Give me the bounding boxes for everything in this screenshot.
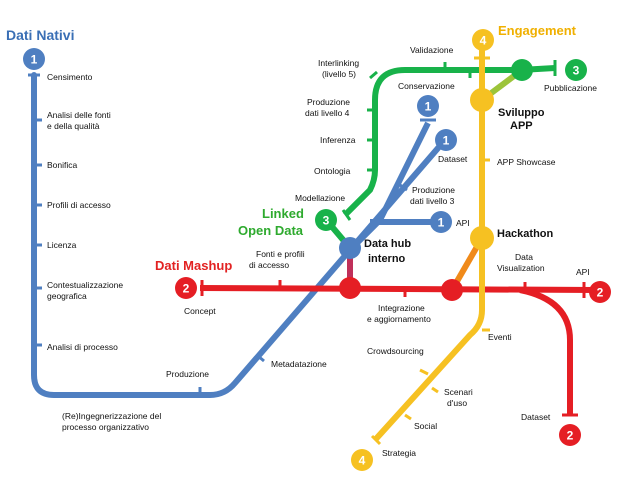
terminal-blue-livello3: 1 bbox=[435, 129, 457, 151]
svg-text:3: 3 bbox=[323, 214, 330, 228]
stop-social: Social bbox=[414, 421, 437, 431]
svg-text:2: 2 bbox=[567, 429, 574, 443]
stop-scenari-a: Scenari bbox=[444, 387, 473, 397]
blue-line bbox=[31, 72, 448, 398]
stop-bonifica: Bonifica bbox=[47, 160, 78, 170]
svg-text:1: 1 bbox=[425, 100, 432, 114]
hub-interno-label: interno bbox=[368, 253, 406, 265]
stop-produzione-livello3-a: Produzione bbox=[412, 185, 455, 195]
stop-api-red: API bbox=[576, 267, 590, 277]
terminal-blue-top: 1 bbox=[23, 48, 45, 70]
terminal-blue-dataset: 1 bbox=[417, 95, 439, 117]
stop-pubblicazione: Pubblicazione bbox=[544, 83, 597, 93]
svg-text:3: 3 bbox=[573, 64, 580, 78]
stop-validazione: Validazione bbox=[410, 45, 454, 55]
yellow-ticks bbox=[370, 56, 490, 446]
stop-data-visualization-a: Data bbox=[515, 252, 533, 262]
hub-app-label: APP bbox=[510, 120, 533, 132]
stop-fonti-profili-a: Fonti e profili bbox=[256, 249, 305, 259]
terminal-red-right: 2 bbox=[589, 281, 611, 303]
terminal-green-right: 3 bbox=[565, 59, 587, 81]
stop-metadatazione: Metadatazione bbox=[271, 359, 327, 369]
hub-data-hub-label: Data hub bbox=[364, 238, 411, 250]
stop-produzione-livello3-b: dati livello 3 bbox=[410, 196, 455, 206]
title-linked: Linked bbox=[262, 206, 304, 221]
hub-hackathon-label: Hackathon bbox=[497, 228, 554, 240]
stop-inferenza: Inferenza bbox=[320, 135, 356, 145]
stop-geografica: geografica bbox=[47, 291, 87, 301]
stop-analisi-fonti: Analisi delle fonti bbox=[47, 110, 111, 120]
title-engagement: Engagement bbox=[498, 23, 577, 38]
stop-censimento: Censimento bbox=[47, 72, 93, 82]
station-data-hub-red bbox=[339, 277, 361, 299]
stop-data-visualization-b: Visualization bbox=[497, 263, 545, 273]
title-dati-mashup: Dati Mashup bbox=[155, 258, 232, 273]
stop-api-blue: API bbox=[456, 218, 470, 228]
stop-analisi-qualita: e della qualità bbox=[47, 121, 100, 131]
stop-app-showcase: APP Showcase bbox=[497, 157, 556, 167]
stop-conservazione: Conservazione bbox=[398, 81, 455, 91]
station-sviluppo-app bbox=[470, 88, 494, 112]
stop-dataset-blue: Dataset bbox=[438, 154, 468, 164]
title-dati-nativi: Dati Nativi bbox=[6, 27, 74, 43]
svg-text:2: 2 bbox=[183, 282, 190, 296]
green-line bbox=[342, 65, 556, 218]
yellow-line bbox=[372, 48, 485, 443]
terminal-green-left: 3 bbox=[315, 209, 337, 231]
svg-text:1: 1 bbox=[31, 53, 38, 67]
hub-sviluppo-label: Sviluppo bbox=[498, 107, 545, 119]
svg-text:1: 1 bbox=[443, 134, 450, 148]
stop-fonti-profili-b: di accesso bbox=[249, 260, 289, 270]
terminal-red-left: 2 bbox=[175, 277, 197, 299]
stop-reingegnerizzazione-a: (Re)Ingegnerizzazione del bbox=[62, 411, 161, 421]
green-ticks bbox=[341, 60, 557, 221]
svg-text:2: 2 bbox=[597, 286, 604, 300]
stop-livello5: (livello 5) bbox=[322, 69, 356, 79]
terminal-yellow-top: 4 bbox=[472, 29, 494, 51]
red-branch-dataset bbox=[519, 287, 573, 415]
station-data-hub bbox=[339, 237, 361, 259]
stop-ontologia: Ontologia bbox=[314, 166, 351, 176]
svg-text:4: 4 bbox=[480, 34, 487, 48]
station-integrazione bbox=[441, 279, 463, 301]
stop-crowdsourcing: Crowdsourcing bbox=[367, 346, 424, 356]
stop-profili-accesso: Profili di accesso bbox=[47, 200, 111, 210]
stop-modellazione: Modellazione bbox=[295, 193, 345, 203]
stop-analisi-processo: Analisi di processo bbox=[47, 342, 118, 352]
red-line bbox=[199, 285, 596, 293]
stop-strategia: Strategia bbox=[382, 448, 416, 458]
stop-eventi: Eventi bbox=[488, 332, 512, 342]
terminal-red-bottom: 2 bbox=[559, 424, 581, 446]
stop-interlinking: Interlinking bbox=[318, 58, 359, 68]
red-ticks bbox=[200, 280, 586, 417]
stop-licenza: Licenza bbox=[47, 240, 77, 250]
stop-contestualizzazione: Contestualizzazione bbox=[47, 280, 123, 290]
stop-dataset-red: Dataset bbox=[521, 412, 551, 422]
stop-produzione-livello4-a: Produzione bbox=[307, 97, 350, 107]
terminal-blue-api: 1 bbox=[430, 211, 452, 233]
stop-scenari-b: d'uso bbox=[447, 398, 467, 408]
station-hackathon bbox=[470, 226, 494, 250]
svg-text:1: 1 bbox=[438, 216, 445, 230]
stop-produzione-livello4-b: dati livello 4 bbox=[305, 108, 350, 118]
stop-produzione: Produzione bbox=[166, 369, 209, 379]
stop-reingegnerizzazione-b: processo organizzativo bbox=[62, 422, 149, 432]
station-pubblicazione-hub bbox=[511, 59, 533, 81]
svg-text:4: 4 bbox=[359, 454, 366, 468]
stop-integrazione-b: e aggiornamento bbox=[367, 314, 431, 324]
terminal-yellow-bottom: 4 bbox=[351, 449, 373, 471]
stop-concept: Concept bbox=[184, 306, 216, 316]
title-open-data: Open Data bbox=[238, 223, 304, 238]
stop-integrazione-a: Integrazione bbox=[378, 303, 425, 313]
